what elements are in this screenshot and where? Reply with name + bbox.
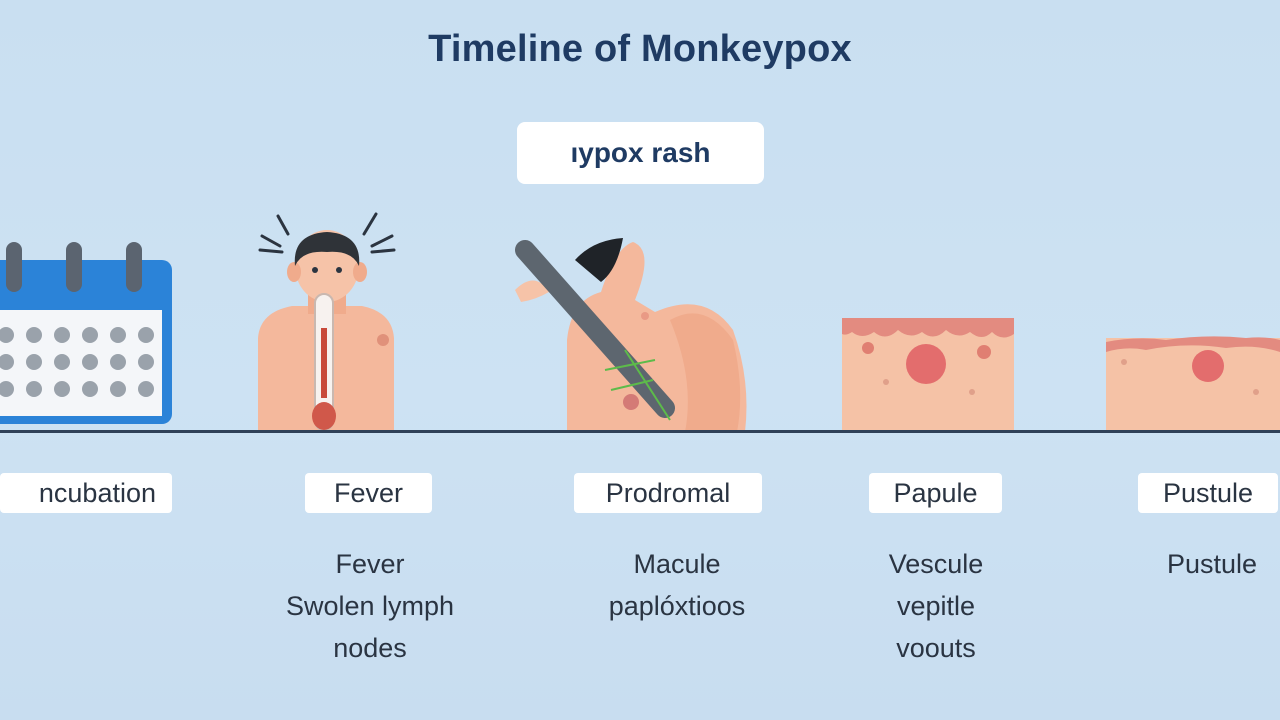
stage-label-text: Fever xyxy=(333,477,404,508)
calendar-icon xyxy=(0,242,172,424)
desc-line: Pustule xyxy=(1166,549,1258,579)
skin-papule-icon xyxy=(842,318,1014,432)
stage-desc-fever: Fever Swolen lymph nodes xyxy=(248,543,492,669)
stage-label-papule: Papule xyxy=(869,473,1002,513)
stage-label-text: ncubation xyxy=(38,477,156,508)
stage-desc-pustule: Pustule xyxy=(1112,543,1280,585)
stage-label-text: Papule xyxy=(893,477,978,508)
stage-label-text: Pustule xyxy=(1162,477,1254,508)
desc-line: vepitle xyxy=(896,591,976,621)
desc-line: Fever xyxy=(335,549,405,579)
desc-line: voouts xyxy=(896,633,976,663)
subtitle-box: ıypox rash xyxy=(517,122,764,184)
skin-pustule-icon xyxy=(1106,336,1280,432)
desc-line: paplóxtioos xyxy=(608,591,746,621)
timeline-axis xyxy=(0,430,1280,433)
desc-line: Swolen lymph xyxy=(285,591,455,621)
thermometer-person-icon xyxy=(258,212,396,432)
stage-label-fever: Fever xyxy=(305,473,432,513)
stage-label-pustule: Pustule xyxy=(1138,473,1278,513)
swab-body-icon xyxy=(515,238,747,432)
diagram-title: Timeline of Monkeypox xyxy=(428,28,852,70)
stage-label-prodromal: Prodromal xyxy=(574,473,762,513)
desc-line: Vescule xyxy=(888,549,984,579)
stage-desc-prodromal: Macule paplóxtioos xyxy=(566,543,788,627)
subtitle-text: ıypox rash xyxy=(570,137,711,168)
stage-desc-papule: Vescule vepitle voouts xyxy=(836,543,1036,669)
desc-line: Macule xyxy=(633,549,721,579)
desc-line: nodes xyxy=(333,633,407,663)
stage-label-incubation: ncubation xyxy=(0,473,172,513)
stage-label-text: Prodromal xyxy=(605,477,731,508)
